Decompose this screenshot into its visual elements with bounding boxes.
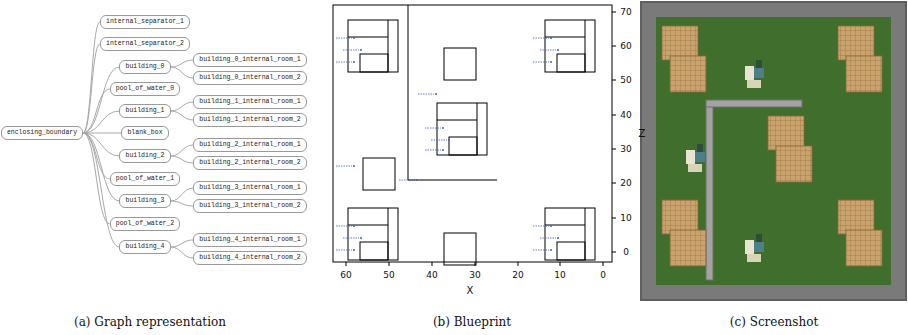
- node-label: building_3: [125, 197, 164, 205]
- graph-node: building_0_internal_room_2: [193, 71, 306, 85]
- node-label: building_2_internal_room_1: [199, 141, 300, 149]
- node-label: building_0: [125, 63, 164, 71]
- graph-node: building_4_internal_room_2: [193, 251, 306, 265]
- tree-edge: [171, 111, 194, 120]
- tree-edge: [83, 133, 110, 179]
- axis-title: Z: [639, 128, 646, 139]
- graph-node: building_3: [119, 194, 170, 208]
- tree-edge: [83, 22, 100, 133]
- tree-edge: [83, 67, 119, 133]
- tick-label: 40: [620, 110, 631, 120]
- tick-label: 50: [620, 75, 631, 85]
- panel-caption: (b) Blueprint: [433, 315, 511, 329]
- graph-node: building_1: [119, 104, 170, 118]
- tick-label: 10: [554, 270, 565, 280]
- tree-edge: [171, 240, 194, 247]
- tick-label: 30: [620, 144, 631, 154]
- graph-node: pool_of_water_2: [110, 217, 181, 231]
- tick-label: 20: [512, 270, 523, 280]
- tree-edge: [83, 89, 110, 133]
- graph-node: pool_of_water_1: [110, 172, 181, 186]
- graph-node: building_1_internal_room_1: [193, 95, 306, 109]
- tick-label: 50: [383, 270, 394, 280]
- node-label: internal_separator_1: [106, 18, 184, 26]
- node-label: building_1_internal_room_1: [199, 98, 300, 106]
- tree-edge: [171, 102, 194, 111]
- node-label: building_1: [125, 107, 164, 115]
- tree-edge: [171, 188, 194, 201]
- axis-title: X: [467, 285, 474, 296]
- node-label: blank_box: [127, 129, 162, 137]
- tree-edge: [171, 247, 194, 258]
- node-label: enclosing_boundary: [7, 129, 77, 137]
- graph-node: building_0: [119, 60, 170, 74]
- graph-node: internal_separator_1: [100, 15, 190, 29]
- blueprint-plot: [333, 5, 612, 262]
- node-label: building_4_internal_room_2: [199, 254, 300, 262]
- tick-label: 60: [340, 270, 351, 280]
- panel-caption: (c) Screenshot: [730, 315, 818, 329]
- tree-edge: [83, 133, 110, 224]
- tree-edge: [171, 60, 194, 67]
- graph-node: building_4_internal_room_1: [193, 233, 306, 247]
- graph-node: building_0_internal_room_1: [193, 53, 306, 67]
- tick-label: 10: [620, 213, 631, 223]
- graph-node: building_1_internal_room_2: [193, 113, 306, 127]
- node-label: pool_of_water_1: [116, 175, 175, 183]
- tree-edge: [171, 145, 194, 156]
- graph-node: blank_box: [121, 126, 168, 140]
- graph-node: building_4: [119, 240, 170, 254]
- node-label: internal_separator_2: [106, 40, 184, 48]
- node-label: building_3_internal_room_1: [199, 184, 300, 192]
- tick-label: 0: [600, 270, 606, 280]
- node-label: pool_of_water_2: [116, 220, 175, 228]
- graph-node: internal_separator_2: [100, 37, 190, 51]
- node-label: building_4: [125, 243, 164, 251]
- tree-edge: [171, 201, 194, 206]
- node-label: building_3_internal_room_2: [199, 202, 300, 210]
- graph-node: building_2: [119, 149, 170, 163]
- graph-node: building_2_internal_room_2: [193, 156, 306, 170]
- graph-node: enclosing_boundary: [1, 126, 83, 140]
- node-label: building_4_internal_room_1: [199, 236, 300, 244]
- node-label: building_2_internal_room_2: [199, 159, 300, 167]
- graph-node: pool_of_water_0: [110, 82, 181, 96]
- tree-edge: [171, 67, 194, 78]
- tree-edge: [83, 132, 121, 133]
- node-label: building_0_internal_room_2: [199, 74, 300, 82]
- tick-label: 30: [469, 270, 480, 280]
- node-label: building_0_internal_room_1: [199, 56, 300, 64]
- tick-label: 0: [623, 247, 629, 257]
- tree-edge: [171, 156, 194, 163]
- tick-label: 70: [620, 7, 631, 17]
- tick-label: 60: [620, 41, 631, 51]
- graph-node: building_2_internal_room_1: [193, 138, 306, 152]
- node-label: building_1_internal_room_2: [199, 116, 300, 124]
- node-label: building_2: [125, 152, 164, 160]
- tick-label: 20: [620, 178, 631, 188]
- tick-label: 40: [426, 270, 437, 280]
- panel-caption: (a) Graph representation: [74, 315, 226, 329]
- screenshot: [641, 2, 906, 300]
- node-label: pool_of_water_0: [116, 85, 175, 93]
- tree-edge: [83, 111, 119, 133]
- graph-node: building_3_internal_room_1: [193, 181, 306, 195]
- tree-edge: [83, 44, 100, 133]
- graph-node: building_3_internal_room_2: [193, 199, 306, 213]
